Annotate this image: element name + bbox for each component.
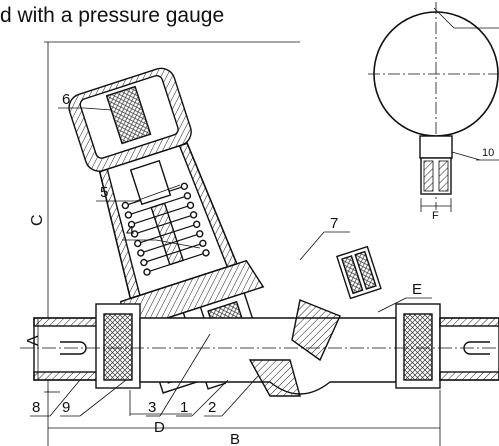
callout-D: D: [154, 419, 165, 436]
callout-3: 3: [148, 399, 156, 416]
valve-body: [20, 299, 499, 397]
pressure-gauge: [368, 2, 499, 212]
callout-6: 6: [62, 91, 70, 108]
callout-4: 4: [126, 223, 134, 240]
callout-8: 8: [32, 399, 40, 416]
callout-1: 1: [180, 399, 188, 416]
callout-10: 10: [482, 147, 494, 159]
callouts: 6 5 4 7 E 10 F 8 9 3 1 2 D B A C: [25, 91, 494, 446]
callout-9: 9: [62, 399, 70, 416]
leader-lines: [30, 107, 432, 417]
callout-B: B: [230, 431, 240, 446]
gauge-port: [336, 245, 382, 300]
callout-5: 5: [100, 184, 108, 201]
callout-A: A: [25, 335, 42, 346]
callout-F: F: [432, 210, 439, 222]
callout-C: C: [29, 214, 46, 226]
dimension-lines: [34, 317, 441, 446]
callout-E: E: [412, 281, 422, 298]
callout-2: 2: [208, 399, 216, 416]
figure-title: d with a pressure gauge: [0, 4, 225, 27]
callout-7: 7: [330, 215, 338, 232]
